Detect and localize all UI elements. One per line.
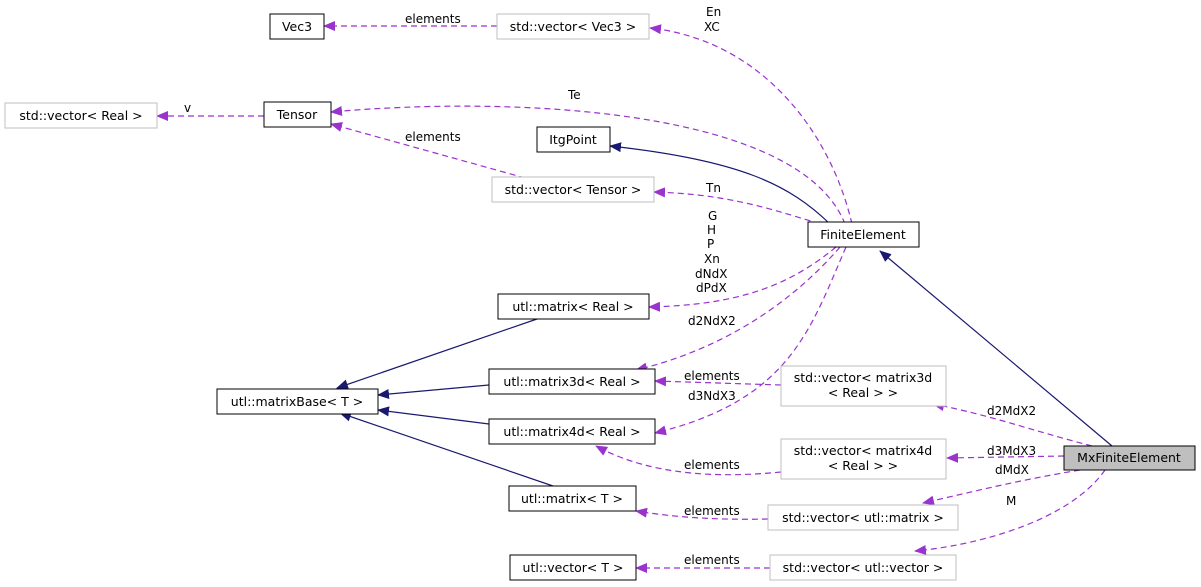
edge-vectorutlmatrix-matrixt xyxy=(635,507,769,520)
edge-label-h: H xyxy=(707,223,716,237)
node-matrix-real[interactable]: utl::matrix< Real > xyxy=(497,293,650,320)
edge-label-elements-m4d: elements xyxy=(684,458,740,472)
node-vector-tensor[interactable]: std::vector< Tensor > xyxy=(491,176,655,203)
node-vector-t[interactable]: utl::vector< T > xyxy=(509,554,637,581)
edge-finiteelement-tensor xyxy=(330,105,846,225)
node-vector-matrix3d[interactable]: std::vector< matrix3d < Real > > xyxy=(780,365,947,407)
edge-finiteelement-matrixreal xyxy=(648,246,837,312)
edge-matrix3d-matrixbase xyxy=(377,384,490,399)
node-matrix3d-real[interactable]: utl::matrix3d< Real > xyxy=(488,368,656,395)
edge-vectormatrix4d-matrix4d xyxy=(595,445,782,476)
node-label: MxFiniteElement xyxy=(1077,450,1181,465)
node-label: utl::matrixBase< T > xyxy=(231,394,363,409)
node-label-line1: std::vector< matrix4d xyxy=(794,443,933,458)
edge-label-d2ndx2: d2NdX2 xyxy=(688,314,736,328)
edge-label-elements-vector: elements xyxy=(684,553,740,567)
node-matrixbase-t[interactable]: utl::matrixBase< T > xyxy=(216,388,379,415)
edge-matrix4d-matrixbase xyxy=(377,406,490,425)
node-vec3[interactable]: Vec3 xyxy=(269,13,325,40)
edge-finiteelement-vectorvec3 xyxy=(649,24,853,225)
node-vector-real[interactable]: std::vector< Real > xyxy=(4,102,158,129)
node-label-line1: std::vector< matrix3d xyxy=(794,370,933,385)
edge-label-te: Te xyxy=(567,88,581,102)
edge-vectormatrix3d-matrix3d xyxy=(654,376,782,387)
edge-finiteelement-matrix3d xyxy=(635,246,841,373)
node-vector-vec3[interactable]: std::vector< Vec3 > xyxy=(496,13,650,40)
edge-matrixt-matrixbase xyxy=(339,411,554,487)
edge-finiteelement-vectortensor xyxy=(653,187,821,225)
edge-label-dndx: dNdX xyxy=(695,267,727,281)
node-matrix-t[interactable]: utl::matrix< T > xyxy=(508,485,637,512)
edge-label-dpdx: dPdX xyxy=(696,281,727,295)
node-vector-matrix4d[interactable]: std::vector< matrix4d < Real > > xyxy=(780,438,947,480)
edge-label-v: v xyxy=(184,101,191,115)
edge-label-xn: Xn xyxy=(704,252,720,266)
edge-label-g: G xyxy=(708,209,717,223)
edge-label-p: P xyxy=(707,237,714,251)
edge-mxfiniteelement-vectorutlmatrix xyxy=(922,469,1081,506)
node-label: std::vector< Tensor > xyxy=(505,182,642,197)
node-label: std::vector< Real > xyxy=(19,108,142,123)
edge-label-m: M xyxy=(1006,494,1016,508)
node-label: utl::matrix< T > xyxy=(521,491,623,506)
edge-label-d2mdx2: d2MdX2 xyxy=(987,404,1036,418)
edge-label-en: En xyxy=(706,5,721,19)
edge-finiteelement-itgpoint xyxy=(609,142,831,225)
edge-label-dmdx: dMdX xyxy=(995,463,1029,477)
edge-vectortensor-tensor xyxy=(330,122,526,179)
edge-label-elements-tensor: elements xyxy=(405,130,461,144)
node-matrix4d-real[interactable]: utl::matrix4d< Real > xyxy=(488,418,656,445)
node-itgpoint[interactable]: ItgPoint xyxy=(536,126,611,153)
node-label: std::vector< utl::vector > xyxy=(783,560,944,575)
edge-label-elements-vec3: elements xyxy=(405,12,461,26)
node-label: utl::matrix4d< Real > xyxy=(503,424,640,439)
node-label: Vec3 xyxy=(282,19,312,34)
edge-label-d3ndx3: d3NdX3 xyxy=(688,389,736,403)
node-label: std::vector< Vec3 > xyxy=(510,19,636,34)
node-vector-utl-matrix[interactable]: std::vector< utl::matrix > xyxy=(767,504,959,531)
edge-label-elements-matrix: elements xyxy=(684,504,740,518)
node-label-line2: < Real > > xyxy=(828,385,898,400)
edge-mxfiniteelement-vectormatrix3d xyxy=(932,401,1093,447)
node-label: utl::vector< T > xyxy=(523,560,624,575)
edge-label-xc: XC xyxy=(704,20,720,34)
node-label: FiniteElement xyxy=(820,227,906,242)
edge-matrixreal-matrixbase xyxy=(336,318,538,390)
node-tensor[interactable]: Tensor xyxy=(263,101,332,128)
node-finite-element[interactable]: FiniteElement xyxy=(807,221,920,248)
node-label: std::vector< utl::matrix > xyxy=(782,510,944,525)
node-label: ItgPoint xyxy=(549,132,597,147)
edge-label-tn: Tn xyxy=(705,181,721,195)
edge-label-elements-m3d: elements xyxy=(684,369,740,383)
node-label: utl::matrix< Real > xyxy=(512,299,633,314)
node-label: Tensor xyxy=(276,107,318,122)
edge-label-d3mdx3: d3MdX3 xyxy=(987,444,1036,458)
node-label-line2: < Real > > xyxy=(828,458,898,473)
node-vector-utl-vector[interactable]: std::vector< utl::vector > xyxy=(769,554,957,581)
edge-finiteelement-matrix4d xyxy=(654,246,847,436)
node-mx-finite-element[interactable]: MxFiniteElement xyxy=(1063,445,1196,471)
node-label: utl::matrix3d< Real > xyxy=(503,374,640,389)
edge-mxfiniteelement-vectorutlvector xyxy=(914,469,1106,555)
edge-mxfiniteelement-finiteelement xyxy=(879,250,1113,447)
